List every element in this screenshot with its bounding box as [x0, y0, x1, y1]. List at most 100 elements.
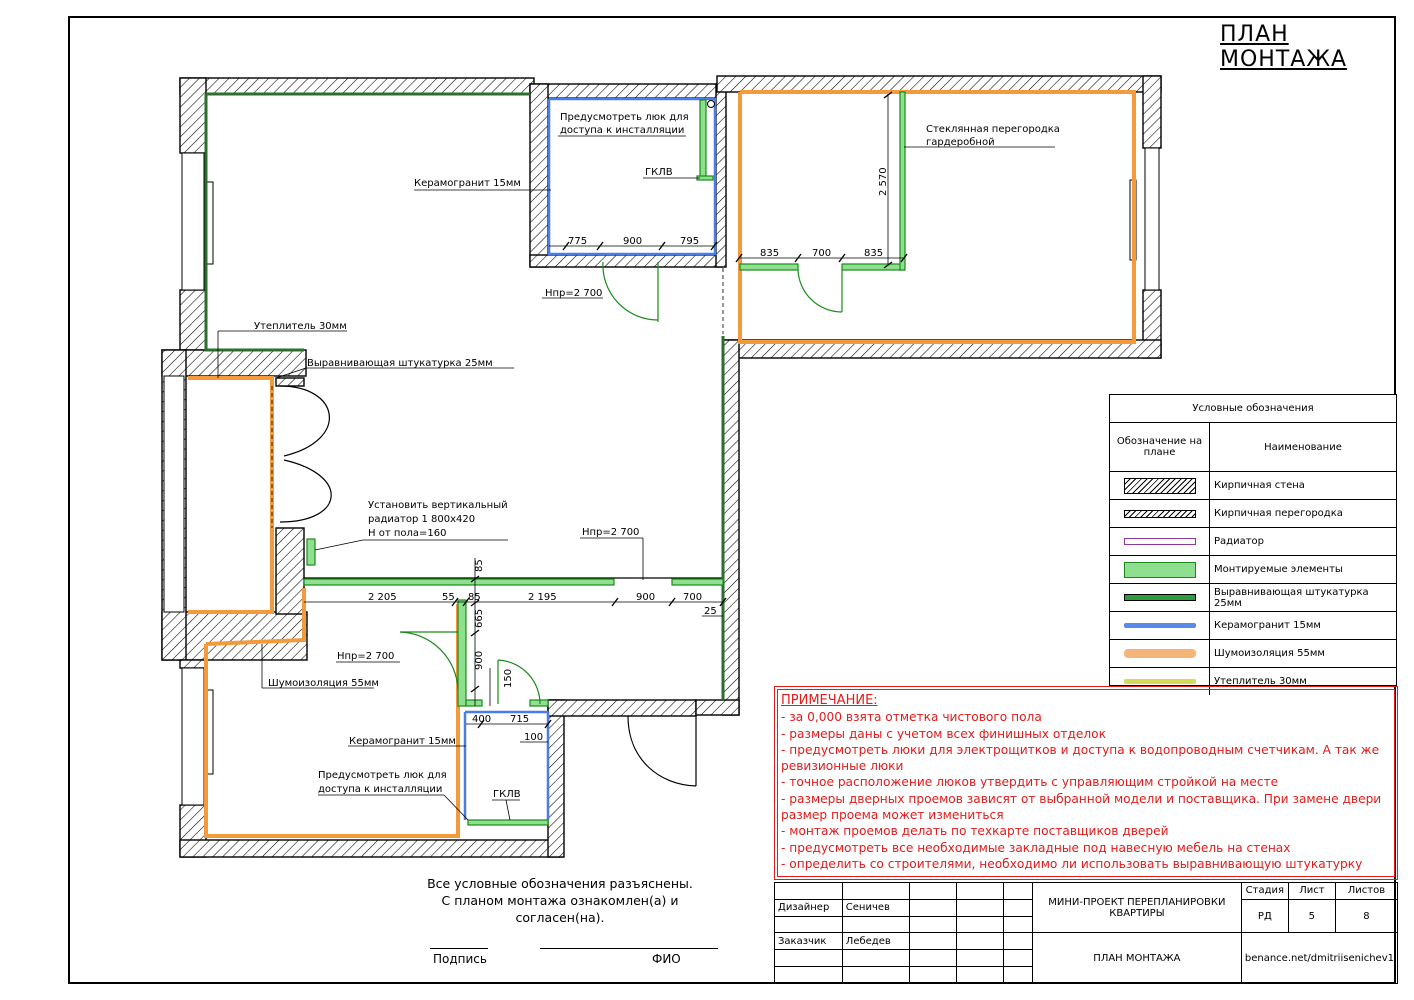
legend-col-symbol: Обозначение на плане [1110, 423, 1210, 471]
dim-25: 25 [704, 606, 717, 617]
legend-column-headers: Обозначение на плане Наименование [1110, 423, 1396, 472]
legend-item-label: Кирпичная стена [1214, 480, 1305, 491]
label-hatch-top-2: доступа к инсталляции [560, 125, 684, 136]
dim-700-mid: 700 [683, 592, 702, 603]
note-line: - предусмотреть все необходимые закладны… [781, 840, 1291, 855]
note-line: - точное расположение люков утвердить с … [781, 775, 1279, 790]
legend-item-label: Монтируемые элементы [1214, 564, 1343, 575]
legend-item-label: Выравнивающая штукатурка 25мм [1214, 586, 1369, 609]
label-plaster: Выравнивающая штукатурка 25мм [307, 358, 493, 369]
label-noise: Шумоизоляция 55мм [268, 678, 379, 689]
dim-150: 150 [503, 669, 514, 688]
ceramic-lines [463, 97, 717, 820]
legend-row: Монтируемые элементы [1110, 556, 1396, 584]
label-npr-mid: Нпр=2 700 [582, 527, 639, 538]
sheet-title: ПЛАН МОНТАЖА [1220, 22, 1348, 72]
windows [163, 147, 1160, 806]
label-hatch-bot-2: доступа к инсталляции [318, 784, 442, 795]
legend-row: Радиатор [1110, 528, 1396, 556]
noise-swatch [1123, 649, 1196, 658]
dim-900-mid: 900 [636, 592, 655, 603]
agreement-text: Все условные обозначения разъяснены. С п… [405, 875, 715, 926]
label-hatch-bot-1: Предусмотреть люк для [318, 770, 447, 781]
label-npr-left: Нпр=2 700 [337, 651, 394, 662]
label-glass-1: Стеклянная перегородка [926, 124, 1060, 135]
legend-item-label: Керамогранит 15мм [1214, 620, 1321, 631]
dim-775: 775 [568, 236, 587, 247]
brick-walls [161, 75, 1162, 858]
sheet-title-stamp: ПЛАН МОНТАЖА [1031, 932, 1242, 984]
note-line: - предусмотреть люки для электрощитков и… [781, 742, 1380, 774]
notes-heading: ПРИМЕЧАНИЕ: [781, 693, 878, 708]
insulation-swatch [1123, 679, 1196, 684]
label-glass-2: гардеробной [926, 137, 995, 148]
sheet-value: 5 [1287, 898, 1336, 934]
label-radiator-1: Установить вертикальный [368, 500, 508, 511]
dimension-lines [304, 94, 904, 743]
label-uteplitel: Утеплитель 30мм [254, 321, 347, 332]
client-name: Лебедев [841, 932, 910, 951]
designer-label: Дизайнер [774, 898, 843, 917]
dim-835-right: 835 [864, 248, 883, 259]
sheets-label: Листов [1334, 882, 1399, 900]
legend-row: Утеплитель 30мм [1110, 668, 1396, 695]
dim-100: 100 [524, 732, 543, 743]
note-line: - монтаж проемов делать по техкарте пост… [781, 824, 1169, 839]
legend-row: Выравнивающая штукатурка 25мм [1110, 584, 1396, 612]
dim-400: 400 [472, 714, 491, 725]
dim-85-horizontal: 85 [468, 592, 481, 603]
note-line: - размеры дверных проемов зависят от выб… [781, 791, 1382, 823]
label-hatch-top-1: Предусмотреть люк для [560, 112, 689, 123]
legend-table: Условные обозначения Обозначение на план… [1109, 394, 1397, 695]
label-radiator-3: Н от пола=160 [368, 528, 446, 539]
notes-box: ПРИМЕЧАНИЕ: - за 0,000 взята отметка чис… [774, 686, 1398, 880]
label-gklv-top: ГКЛВ [645, 167, 673, 178]
mounted-swatch [1123, 561, 1196, 578]
dim-835-left: 835 [760, 248, 779, 259]
legend-row: Кирпичная перегородка [1110, 500, 1396, 528]
plaster-swatch [1123, 594, 1196, 601]
agreement-line: согласен(на). [515, 910, 605, 925]
riser-marker [707, 100, 715, 108]
client-label: Заказчик [774, 932, 843, 951]
leader-lines [217, 135, 1055, 821]
signature-caption: Подпись [433, 952, 487, 966]
project-name: МИНИ-ПРОЕКТ ПЕРЕПЛАНИРОВКИ КВАРТИРЫ [1031, 881, 1242, 934]
legend-item-label: Радиатор [1214, 536, 1264, 547]
fio-caption: ФИО [652, 952, 681, 966]
dim-900-top: 900 [623, 236, 642, 247]
designer-name: Сеничев [841, 898, 910, 917]
legend-row: Шумоизоляция 55мм [1110, 640, 1396, 668]
sheet-label: Лист [1287, 882, 1336, 900]
note-line: - определить со строителями, необходимо … [781, 856, 1363, 871]
dim-2570: 2 570 [878, 167, 889, 196]
legend-col-name: Наименование [1264, 441, 1342, 453]
label-npr-top: Нпр=2 700 [545, 288, 602, 299]
sheets-value: 8 [1334, 898, 1399, 934]
website: benance.net/dmitriisenichev1 [1240, 932, 1399, 984]
brick-partition-swatch [1123, 509, 1196, 518]
legend-item-label: Кирпичная перегородка [1214, 508, 1343, 519]
label-gklv-bottom: ГКЛВ [493, 789, 521, 800]
brick-wall-swatch [1123, 477, 1196, 494]
door-arcs [399, 261, 843, 705]
note-line: - размеры даны с учетом всех финишных от… [781, 726, 1106, 741]
entry-door [271, 268, 724, 787]
stage-value: РД [1240, 898, 1289, 934]
stage-label: Стадия [1240, 882, 1289, 900]
legend-header: Условные обозначения [1110, 395, 1396, 423]
label-radiator-2: радиатор 1 800х420 [368, 514, 475, 525]
legend-item-label: Утеплитель 30мм [1214, 676, 1307, 687]
fio-line [540, 948, 718, 949]
note-line: - за 0,000 взята отметка чистового пола [781, 710, 1042, 725]
signature-line [430, 948, 488, 949]
dimension-texts: 775 900 795 835 700 835 2 570 2 205 55 8… [368, 167, 889, 743]
plaster-lines [204, 92, 725, 700]
dim-795: 795 [680, 236, 699, 247]
legend-row: Кирпичная стена [1110, 472, 1396, 500]
label-keramogranit-bottom: Керамогранит 15мм [349, 736, 456, 747]
label-keramogranit-top: Керамогранит 15мм [414, 178, 521, 189]
legend-item-label: Шумоизоляция 55мм [1214, 648, 1325, 659]
dim-55: 55 [442, 592, 455, 603]
